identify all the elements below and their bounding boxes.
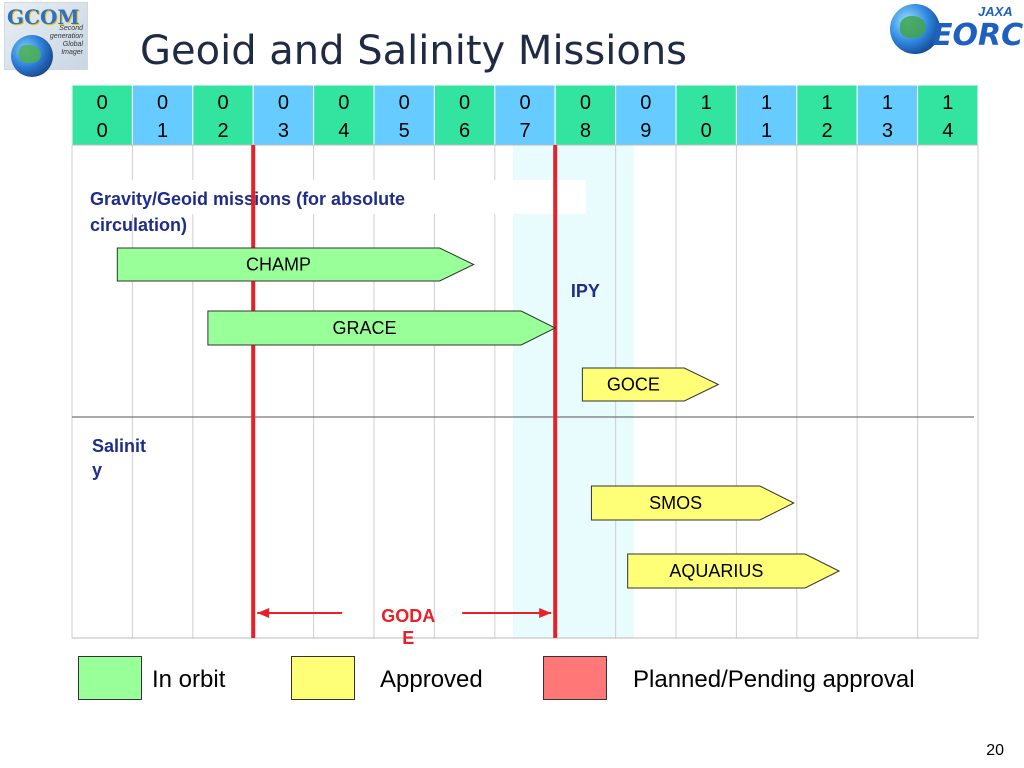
year-digit-bottom: 4 xyxy=(338,120,349,142)
legend-label-in-orbit: In orbit xyxy=(152,666,226,693)
year-digit-bottom: 3 xyxy=(278,120,289,142)
jaxa-logo-text: JAXA xyxy=(978,4,1013,19)
year-digit-top: 1 xyxy=(761,92,772,114)
year-digit-top: 0 xyxy=(399,92,410,114)
year-digit-top: 1 xyxy=(882,92,893,114)
legend-swatch-approved xyxy=(291,656,355,700)
godae-arrowhead-left xyxy=(257,608,270,618)
year-digit-bottom: 9 xyxy=(640,120,651,142)
mission-bar xyxy=(116,247,475,282)
year-digit-bottom: 8 xyxy=(580,120,591,142)
gcom-logo-text: GCOM xyxy=(7,5,80,29)
year-digit-top: 0 xyxy=(640,92,651,114)
year-digit-bottom: 3 xyxy=(882,120,893,142)
mission-timeline: 0 0 0 1 0 2 0 3 0 4 0 5 0 6 0 7 0 8 0 9 1 0 1 1 1 2 1 3 1 4Gravity/Ge… xyxy=(71,84,979,648)
year-header-cell xyxy=(917,84,979,146)
year-digit-bottom: 1 xyxy=(157,120,168,142)
gcom-logo: GCOM Second generation Global Imager xyxy=(4,2,88,77)
legend-swatch-in-orbit xyxy=(78,656,142,700)
eorc-logo: JAXA EORC xyxy=(888,2,1024,60)
mission-bar xyxy=(581,367,720,402)
year-digit-bottom: 0 xyxy=(97,120,108,142)
year-digit-top: 1 xyxy=(701,92,712,114)
mission-label: GOCE xyxy=(607,375,660,395)
year-header-cell xyxy=(615,84,677,146)
gcom-logo-caption: Second generation Global Imager xyxy=(49,25,83,56)
ipy-label: IPY xyxy=(571,281,600,301)
godae-arrowhead-right xyxy=(539,608,552,618)
globe-icon xyxy=(11,35,53,77)
year-digit-bottom: 1 xyxy=(761,120,772,142)
year-header-cell xyxy=(735,84,798,146)
year-digit-bottom: 0 xyxy=(701,120,712,142)
earth-globe-icon xyxy=(890,4,940,54)
year-digit-top: 0 xyxy=(97,92,108,114)
legend-item-approved: Approved xyxy=(291,656,531,700)
legend-swatch-planned xyxy=(543,656,607,700)
year-digit-top: 0 xyxy=(217,92,228,114)
year-digit-top: 0 xyxy=(338,92,349,114)
year-digit-bottom: 5 xyxy=(399,120,410,142)
year-header-cell xyxy=(494,84,556,146)
year-digit-bottom: 6 xyxy=(459,120,470,142)
year-digit-top: 0 xyxy=(157,92,168,114)
mission-label: SMOS xyxy=(649,493,702,513)
year-header-cell xyxy=(433,84,496,146)
mission-label: CHAMP xyxy=(246,255,311,275)
year-digit-top: 0 xyxy=(278,92,289,114)
legend-label-approved: Approved xyxy=(380,666,483,693)
eorc-logo-text: EORC xyxy=(932,18,1024,53)
legend-item-in-orbit: In orbit xyxy=(78,656,278,700)
mission-bar xyxy=(590,485,795,521)
mission-label: AQUARIUS xyxy=(669,561,763,581)
slide-title: Geoid and Salinity Missions xyxy=(140,28,688,74)
page-number: 20 xyxy=(986,742,1004,759)
year-digit-top: 1 xyxy=(942,92,953,114)
year-header-cell xyxy=(373,84,435,146)
legend-label-planned: Planned/Pending approval xyxy=(633,666,915,693)
year-digit-top: 0 xyxy=(580,92,591,114)
year-header-cell xyxy=(675,84,737,146)
mission-label: GRACE xyxy=(333,318,397,338)
year-digit-bottom: 7 xyxy=(519,120,530,142)
year-digit-bottom: 2 xyxy=(821,120,832,142)
year-digit-top: 0 xyxy=(519,92,530,114)
year-header-cell xyxy=(856,84,919,146)
mission-bar xyxy=(207,310,557,346)
year-digit-bottom: 4 xyxy=(942,120,953,142)
mission-bar xyxy=(627,553,841,589)
year-digit-bottom: 2 xyxy=(217,120,228,142)
legend-item-planned: Planned/Pending approval xyxy=(543,656,983,700)
year-header-cell xyxy=(71,84,133,146)
year-header-cell xyxy=(554,84,617,146)
year-digit-top: 0 xyxy=(459,92,470,114)
gravity-label-bg xyxy=(86,180,586,214)
year-digit-top: 1 xyxy=(821,92,832,114)
